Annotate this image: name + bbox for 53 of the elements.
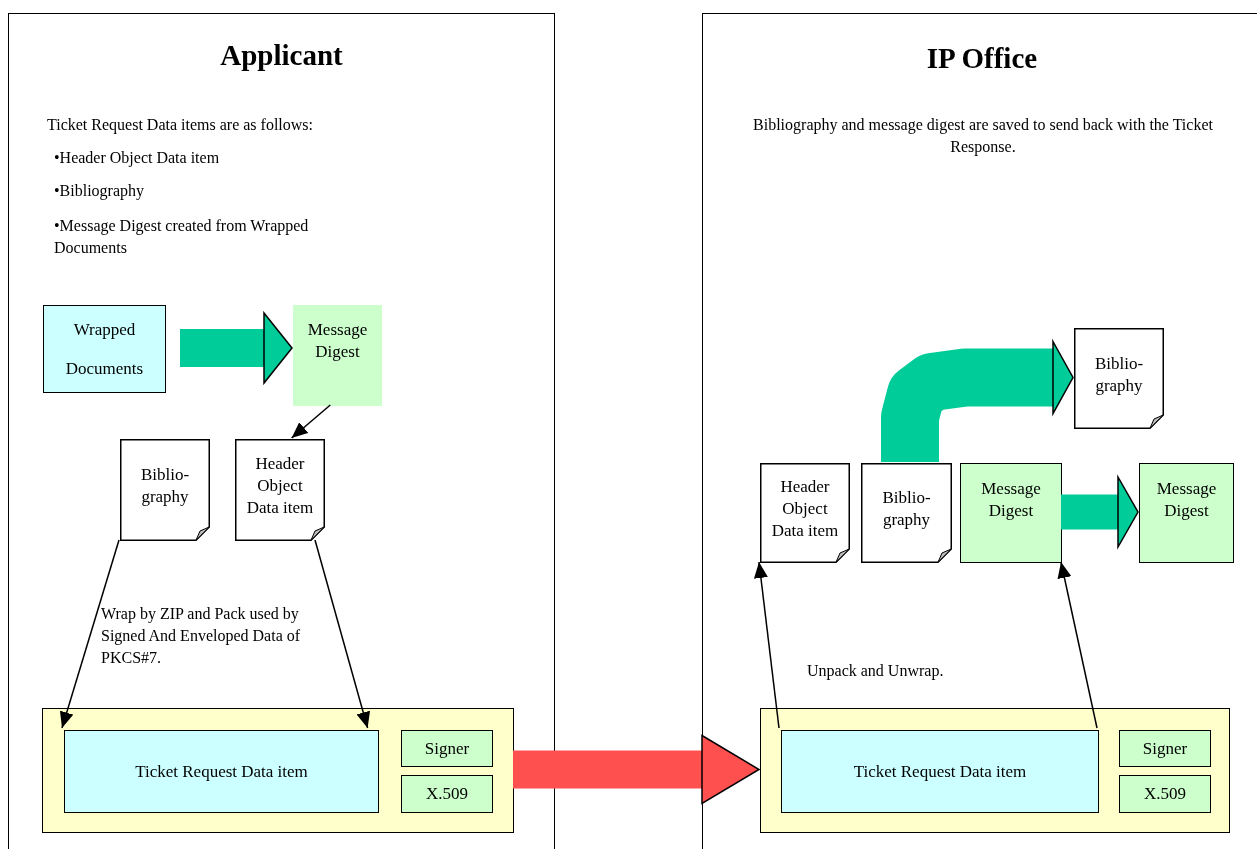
node-text: Message Digest	[980, 478, 1042, 522]
panel-note: Bibliography and message digest are saved to send back with the Ticket Response.	[752, 115, 1214, 158]
process-box	[401, 730, 493, 767]
process-box	[1119, 730, 1211, 767]
node-text: Header Object Data item	[770, 476, 840, 542]
arrow	[59, 539, 120, 729]
node-text: Documents	[65, 357, 144, 380]
document-shape	[861, 463, 952, 563]
envelope-box	[760, 708, 1230, 833]
process-box	[1119, 775, 1211, 813]
block-arrow	[1061, 476, 1139, 548]
node-text: Ticket Request Data item	[853, 760, 1027, 783]
node-text: X.509	[1144, 783, 1186, 805]
node-text: Biblio- graphy	[881, 487, 932, 531]
process-box	[401, 775, 493, 813]
node-text: Message Digest	[306, 319, 369, 363]
panel-note: •Message Digest created from Wrapped Documents	[54, 216, 310, 258]
panel-title: IP Office	[925, 42, 1039, 75]
node-text: Biblio- graphy	[1093, 352, 1145, 397]
panel-note: •Header Object Data item	[54, 148, 221, 169]
document-shape	[1074, 328, 1164, 429]
process-box	[1139, 463, 1234, 563]
document-shape	[760, 463, 850, 563]
swimlane-panel	[702, 13, 1257, 849]
block-arrow	[881, 340, 1074, 462]
swimlane-panel	[8, 13, 555, 849]
block-arrow	[513, 734, 760, 805]
panel-title: Applicant	[219, 39, 344, 72]
document-shape	[235, 439, 325, 541]
arrow	[290, 404, 332, 439]
note-text: Unpack and Unwrap.	[807, 661, 945, 682]
arrow	[1057, 561, 1098, 729]
node-text: Ticket Request Data item	[135, 760, 308, 783]
node-text: Biblio- graphy	[139, 464, 191, 508]
arrow	[314, 539, 371, 729]
node-text: Message Digest	[1155, 478, 1218, 522]
node-text: Header Object Data item	[245, 453, 315, 519]
node-text: Signer	[1142, 737, 1188, 760]
process-box	[960, 463, 1062, 563]
process-box	[43, 305, 166, 393]
process-box	[293, 305, 382, 406]
process-box	[781, 730, 1099, 813]
process-box	[64, 730, 379, 813]
node-text: Wrapped	[73, 318, 136, 341]
envelope-box	[42, 708, 514, 833]
note-text: Wrap by ZIP and Pack used by Signed And Enveloped Data of PKCS#7.	[101, 604, 302, 668]
arrow	[753, 561, 780, 729]
node-text: X.509	[426, 783, 468, 805]
panel-note: •Bibliography	[54, 181, 146, 202]
block-arrow	[180, 312, 293, 384]
document-shape	[120, 439, 210, 541]
panel-note: Ticket Request Data items are as follows:	[47, 115, 315, 136]
node-text: Signer	[424, 737, 470, 760]
